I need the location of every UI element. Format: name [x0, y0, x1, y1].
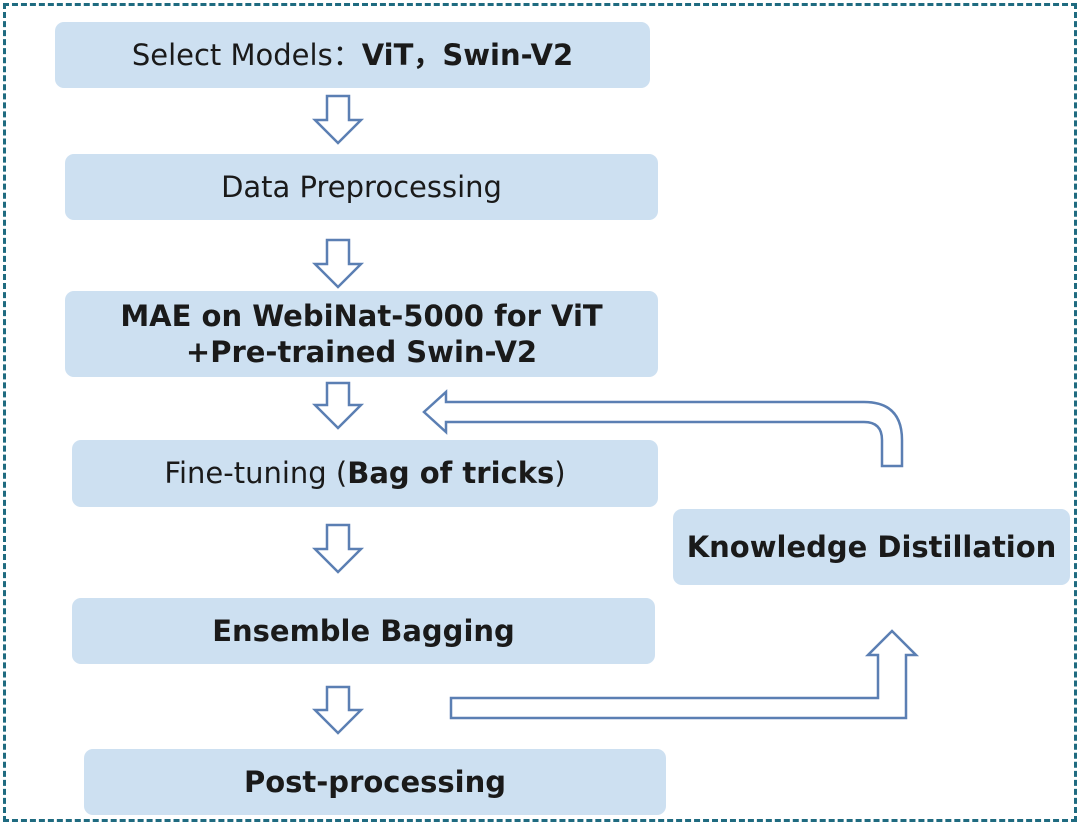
select-models-label: Select Models：	[131, 37, 362, 72]
ensemble-bagging-label: Ensemble Bagging	[212, 613, 515, 648]
ensemble-bagging-box: Ensemble Bagging	[72, 598, 655, 664]
fine-tuning-bold: Bag of tricks	[347, 456, 555, 491]
fine-tuning-box: Fine-tuning (Bag of tricks)	[72, 440, 658, 507]
down-arrow-4	[311, 523, 365, 574]
fine-tuning-prefix: Fine-tuning (	[164, 456, 348, 491]
arrow-ensemble-to-distillation	[449, 629, 920, 720]
fine-tuning-suffix: )	[554, 456, 566, 491]
select-models-box: Select Models：ViT，Swin-V2	[55, 22, 650, 88]
knowledge-distillation-label: Knowledge Distillation	[686, 529, 1057, 564]
pretraining-line-1: MAE on WebiNat-5000 for ViT	[120, 298, 603, 333]
post-processing-label: Post-processing	[243, 764, 507, 799]
dashed-frame	[3, 3, 1077, 822]
down-arrow-2	[311, 238, 365, 289]
data-preprocessing-label: Data Preprocessing	[221, 169, 502, 204]
pretraining-box: MAE on WebiNat-5000 for ViT +Pre-trained…	[65, 291, 658, 377]
feedback-arrow-to-finetuning	[422, 389, 904, 468]
knowledge-distillation-box: Knowledge Distillation	[673, 509, 1070, 585]
post-processing-box: Post-processing	[84, 749, 666, 815]
data-preprocessing-box: Data Preprocessing	[65, 154, 658, 220]
down-arrow-3	[311, 381, 365, 430]
pretraining-line-2: +Pre-trained Swin-V2	[185, 335, 538, 369]
down-arrow-5	[311, 685, 365, 735]
down-arrow-1	[311, 94, 365, 145]
selected-models: ViT，Swin-V2	[361, 37, 574, 72]
